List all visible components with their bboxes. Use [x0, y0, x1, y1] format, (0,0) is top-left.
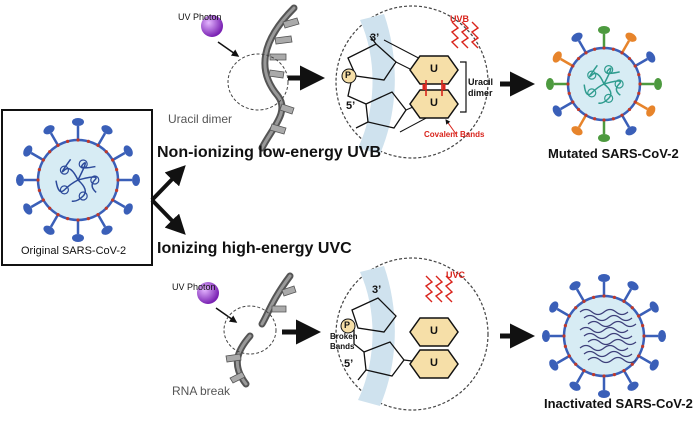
rna-strand-top-icon	[258, 4, 300, 152]
uvc-backbone-band	[358, 266, 395, 406]
photon-arrow-top	[217, 41, 240, 57]
uvb-pathway-label: Non-ionizing low-energy UVB	[157, 144, 381, 161]
uracil-dimer-caption: Uracil dimer	[168, 112, 233, 126]
uvb-ray-icon	[450, 21, 480, 49]
uvb-prime5: 5’	[346, 100, 356, 112]
inactivated-virus-label: Inactivated SARS-CoV-2	[544, 396, 693, 411]
original-virus-icon	[16, 118, 140, 242]
uvb-phosphate-icon	[341, 68, 357, 84]
mutated-virus-label: Mutated SARS-CoV-2	[548, 146, 679, 161]
uvb-base1-label: U	[430, 63, 438, 75]
uvc-uracil-top	[409, 317, 459, 347]
uvc-phosphate-label: P	[344, 320, 351, 330]
uvc-base2-label: U	[430, 357, 438, 369]
uvc-photon-icon	[197, 282, 219, 304]
uvb-backbone-band	[358, 14, 395, 154]
uvb-sugar-ring-bottom	[365, 91, 407, 129]
uvc-uracil-bottom	[409, 349, 459, 379]
rna-strand-bottom-icon	[225, 272, 297, 388]
broken-bonds-label: Broken Bands	[330, 332, 358, 351]
arrow-to-uvb	[150, 165, 186, 202]
uvc-prime5: 5’	[344, 358, 354, 370]
original-virus-label: Original SARS-CoV-2	[21, 245, 127, 257]
uvb-phosphate-label: P	[345, 70, 352, 80]
uvc-photon-label: UV Photon	[172, 282, 216, 292]
uvb-photon-icon	[201, 15, 223, 37]
uvb-prime3: 3’	[370, 32, 380, 44]
mutated-virus-icon	[546, 26, 662, 142]
uvc-pathway-label: Ionizing high-energy UVC	[157, 240, 352, 257]
uvb-photon-label: UV Photon	[178, 12, 222, 22]
uvc-phosphate-icon	[340, 318, 356, 334]
rna-break-caption: RNA break	[172, 384, 231, 398]
uvc-sugar-ring-top	[351, 297, 397, 333]
uvb-uracil-bottom	[409, 89, 459, 119]
uvc-base1-label: U	[430, 325, 438, 337]
uracil-dimer-label: Uracil dimer	[468, 77, 494, 98]
arrow-to-uvc	[150, 198, 186, 235]
uvc-ray-icon	[424, 275, 454, 303]
uvb-focus-circle	[227, 53, 289, 111]
inactivated-virus-icon	[542, 274, 666, 398]
uvb-base2-label: U	[430, 97, 438, 109]
photon-arrow-bottom	[215, 307, 238, 323]
uvb-label: UVB	[450, 14, 470, 24]
uvc-prime3: 3’	[372, 284, 382, 296]
uvc-label: UVC	[446, 270, 466, 280]
uvb-uracil-top	[409, 55, 459, 85]
uvc-focus-circle	[223, 305, 277, 355]
uvc-sugar-ring-bottom	[363, 341, 405, 377]
covalent-bonds-label: Covalent Bands	[424, 130, 485, 139]
